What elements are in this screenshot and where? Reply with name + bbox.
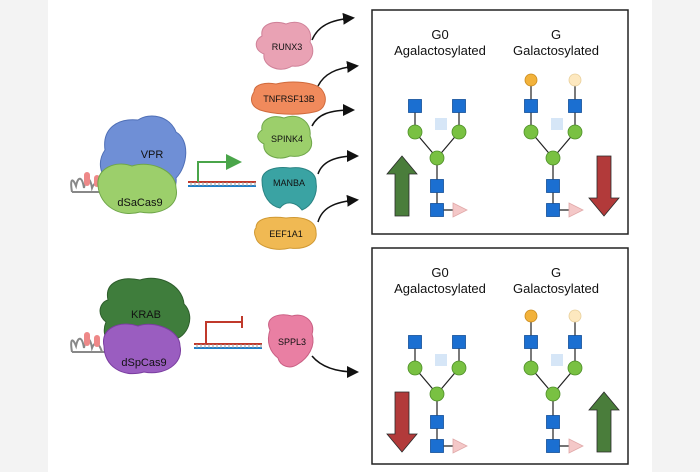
mannose-residue [567,360,583,376]
top-g0-trend-arrow [386,155,418,217]
bottom-g-trend-arrow [588,391,620,453]
bottom-g-title: G [551,265,561,280]
mannose-residue [545,386,561,402]
glcnac-residue [568,99,582,113]
glcnac-residue [430,415,444,429]
mannose-residue [545,150,561,166]
bottom-g-glycan [523,309,584,454]
bottom-guide-loop-2 [94,335,100,347]
mannose-residue [407,360,423,376]
gene-label-runx3: RUNX3 [272,42,303,52]
galactose-residue-faint [568,309,582,323]
dsacas9-protein-shape [97,163,177,214]
activation-arrow [197,154,242,182]
arrow-sppl3 [311,355,359,378]
fucose-residue [452,438,468,454]
top-gene-arrows [311,12,359,223]
glcnac-residue [408,335,422,349]
glcnac-residue [546,203,560,217]
glcnac-residue [568,335,582,349]
bottom-g-subtitle: Galactosylated [513,281,599,296]
fucose-residue [568,202,584,218]
top-g-glycan [523,73,584,218]
gene-tnfrsf13b: TNFRSF13B [251,81,326,115]
glcnac-residue [546,439,560,453]
gene-label-eef1a1: EEF1A1 [269,229,303,239]
gene-label-tnfrsf13b: TNFRSF13B [263,94,315,104]
krab-label: KRAB [131,309,161,321]
gene-runx3: RUNX3 [255,21,314,70]
glcnac-residue [524,335,538,349]
top-dna-strand [188,181,256,187]
arrow-manba [317,150,359,175]
glcnac-residue [546,415,560,429]
gene-sppl3: SPPL3 [267,314,314,368]
arrow-spink4 [311,104,355,127]
bottom-guide-loop [84,332,90,346]
dspcas9-protein-shape [103,323,181,374]
bisecting-glcnac-faint [551,354,563,366]
mannose-residue [567,124,583,140]
top-g-title: G [551,27,561,42]
glcnac-residue [524,99,538,113]
bottom-g0-glycan [407,335,468,454]
mannose-residue [451,360,467,376]
glcnac-residue [408,99,422,113]
bottom-g0-trend-arrow [386,391,418,453]
gene-spink4: SPINK4 [257,115,312,159]
bisecting-glcnac-faint [435,354,447,366]
glcnac-residue [452,99,466,113]
glcnac-residue [430,203,444,217]
top-g-subtitle: Galactosylated [513,43,599,58]
top-g0-title: G0 [431,27,448,42]
top-guide-loop [84,172,90,186]
mannose-residue [451,124,467,140]
mannose-residue [429,386,445,402]
bisecting-glcnac-faint [435,118,447,130]
mannose-residue [523,360,539,376]
top-g0-subtitle: Agalactosylated [394,43,486,58]
bisecting-glcnac-faint [551,118,563,130]
bottom-dna-strand [194,343,262,349]
vpr-label: VPR [141,149,164,161]
mannose-residue [523,124,539,140]
glcnac-residue [430,439,444,453]
arrow-eef1a1 [317,194,359,223]
galactose-residue-faint [568,73,582,87]
gene-manba: MANBA [261,167,317,211]
galactose-residue [524,73,538,87]
glcnac-residue [430,179,444,193]
bottom-g0-subtitle: Agalactosylated [394,281,486,296]
glcnac-residue [546,179,560,193]
mannose-residue [407,124,423,140]
gene-label-spink4: SPINK4 [271,134,303,144]
gene-eef1a1: EEF1A1 [254,216,317,250]
galactose-residue [524,309,538,323]
fucose-residue [452,202,468,218]
mannose-residue [429,150,445,166]
arrow-runx3 [311,12,355,41]
bottom-g0-title: G0 [431,265,448,280]
glcnac-residue [452,335,466,349]
repression-line [205,321,242,344]
fucose-residue [568,438,584,454]
top-g0-glycan [407,99,468,218]
dspcas9-label: dSpCas9 [121,357,166,369]
top-g-trend-arrow [588,155,620,217]
dsacas9-label: dSaCas9 [117,197,162,209]
gene-label-manba: MANBA [273,178,305,188]
gene-label-sppl3: SPPL3 [278,337,306,347]
arrow-tnfrsf13b [317,60,359,87]
